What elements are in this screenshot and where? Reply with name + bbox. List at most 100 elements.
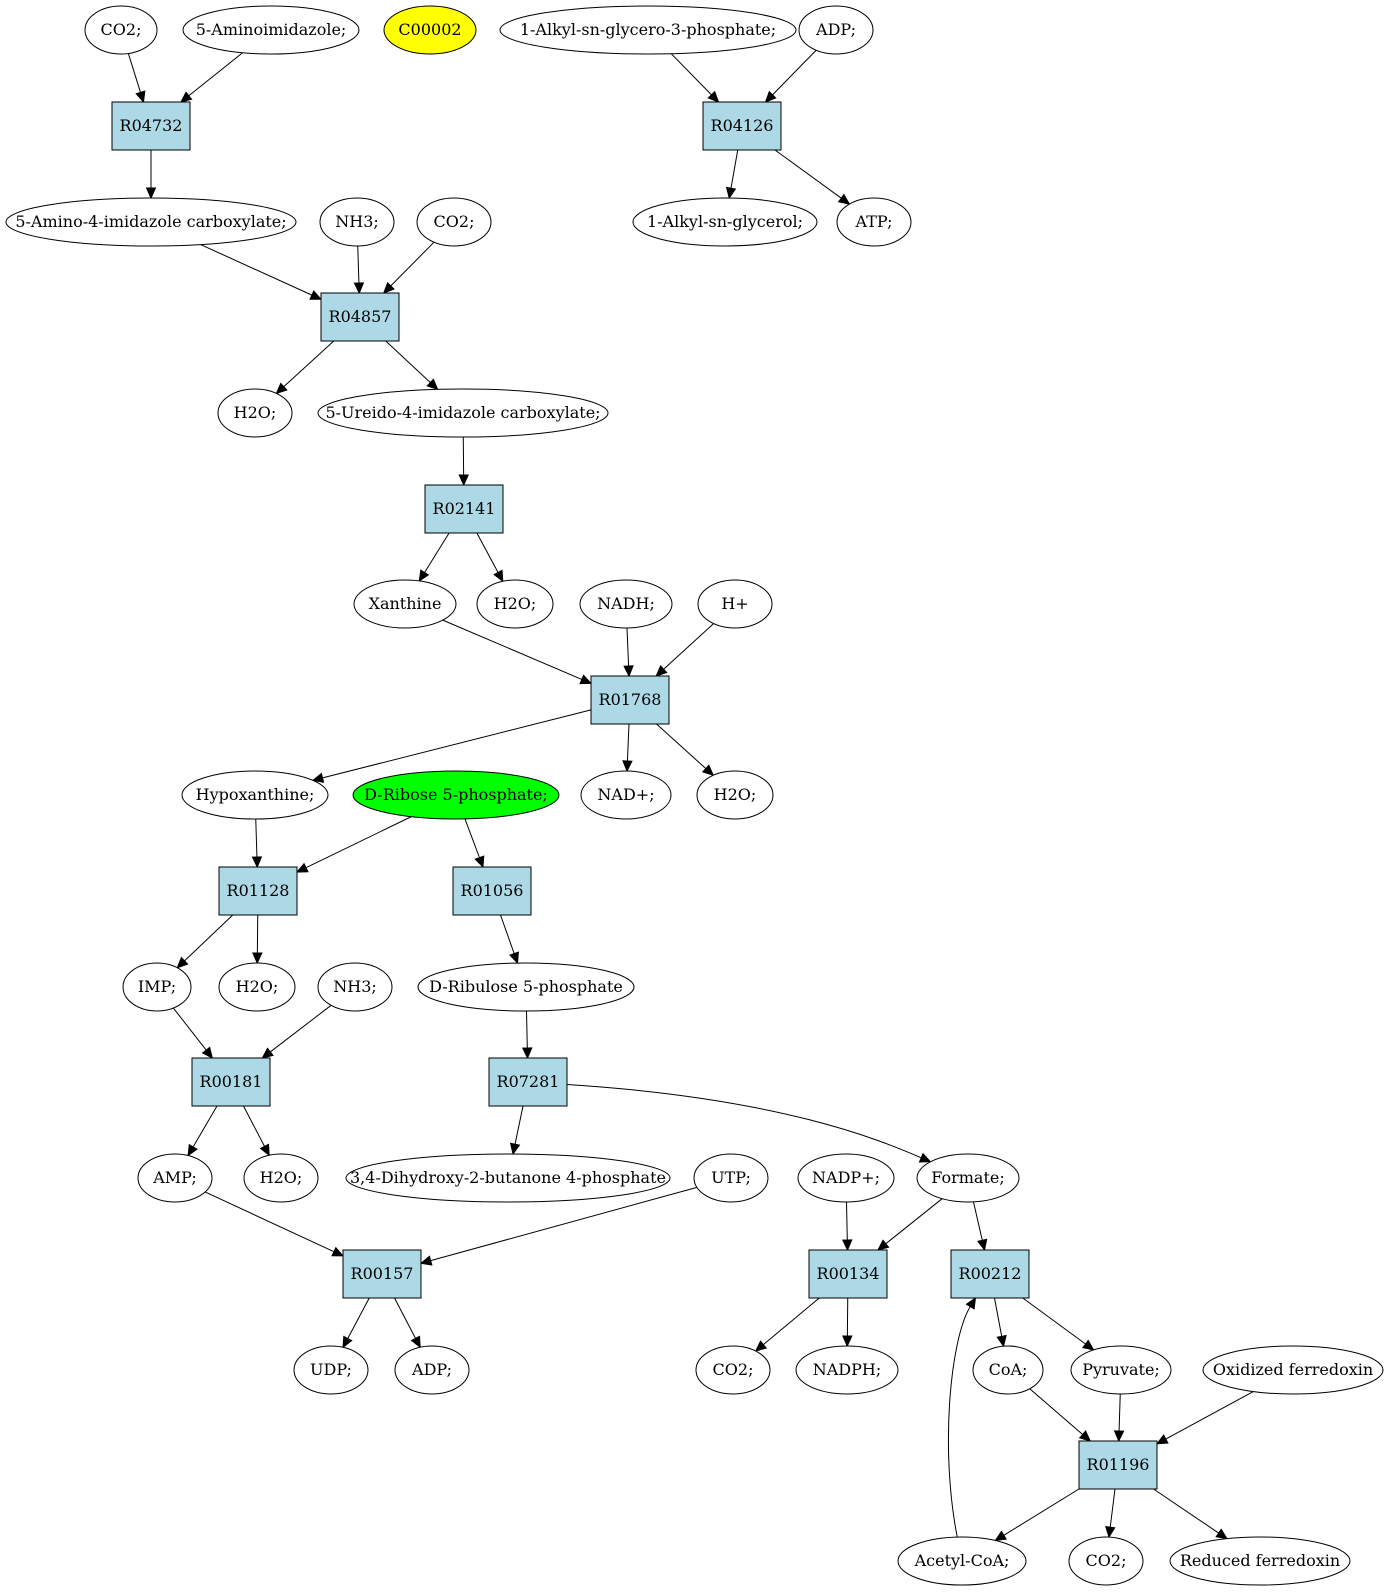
compound-node-nh3-a[interactable]: NH3; (319, 197, 395, 247)
edge-r04126-to-alkyl-g (725, 149, 739, 200)
compound-label: NAD+; (597, 785, 654, 804)
edge-line (200, 244, 313, 296)
arrowhead-icon (1113, 1430, 1125, 1443)
compound-node-h2o-a[interactable]: H2O; (217, 388, 293, 438)
edge-line (774, 149, 842, 199)
compound-node-co2-c[interactable]: CO2; (695, 1345, 771, 1395)
compound-node-alkyl-gp[interactable]: 1-Alkyl-sn-glycero-3-phosphate; (499, 5, 797, 55)
edge-r01768-to-h2o-c (656, 723, 715, 777)
compound-node-ribulose5p[interactable]: D-Ribulose 5-phosphate (417, 962, 635, 1012)
reaction-box (452, 866, 532, 916)
compound-ellipse (383, 5, 477, 55)
arrowhead-icon (701, 764, 715, 777)
arrowhead-icon (176, 956, 189, 969)
compound-node-atp[interactable]: ATP; (836, 197, 912, 247)
arrowhead-icon (410, 1335, 421, 1349)
compound-node-oxfd[interactable]: Oxidized ferredoxin (1202, 1345, 1384, 1395)
compound-label: Pyruvate; (1082, 1360, 1160, 1379)
compound-node-udp[interactable]: UDP; (293, 1345, 369, 1395)
reaction-node-r00134[interactable]: R00134 (808, 1249, 888, 1299)
reaction-node-r04126[interactable]: R04126 (702, 101, 782, 151)
compound-ellipse (580, 770, 672, 820)
arrowhead-icon (754, 1340, 768, 1352)
edge-r01768-to-nadplus (622, 723, 633, 773)
compound-node-alkyl-g[interactable]: 1-Alkyl-sn-glycerol; (632, 197, 818, 247)
reaction-node-r00181[interactable]: R00181 (191, 1057, 271, 1107)
compound-node-nadh[interactable]: NADH; (579, 579, 673, 629)
compound-node-formate[interactable]: Formate; (916, 1153, 1020, 1203)
compound-node-coa[interactable]: CoA; (972, 1345, 1044, 1395)
compound-node-co2-d[interactable]: CO2; (1068, 1536, 1144, 1586)
edge-line (357, 245, 360, 284)
compound-node-nh3-b[interactable]: NH3; (317, 962, 393, 1012)
reaction-node-r00212[interactable]: R00212 (950, 1249, 1030, 1299)
compound-label: CO2; (101, 20, 142, 39)
compound-node-co2-a[interactable]: CO2; (84, 5, 158, 55)
edges-layer (127, 49, 1254, 1542)
reaction-node-r00157[interactable]: R00157 (342, 1249, 422, 1299)
compound-node-utp[interactable]: UTP; (693, 1153, 769, 1203)
reaction-node-r02141[interactable]: R02141 (424, 484, 504, 534)
compound-node-acetylcoa[interactable]: Acetyl-CoA; (897, 1536, 1027, 1586)
compound-node-h2o-e[interactable]: H2O; (243, 1153, 319, 1203)
reaction-label: R01768 (599, 690, 662, 709)
compound-label: AMP; (152, 1168, 197, 1187)
reaction-label: R00134 (817, 1264, 880, 1283)
compound-label: H2O; (236, 977, 279, 996)
reaction-node-r04857[interactable]: R04857 (320, 292, 400, 342)
edge-line (626, 723, 630, 762)
reaction-node-r04732[interactable]: R04732 (111, 101, 191, 151)
arrowhead-icon (261, 1047, 274, 1059)
compound-node-nadplus[interactable]: NAD+; (580, 770, 672, 820)
compound-ellipse (182, 5, 360, 55)
compound-node-imp[interactable]: IMP; (122, 962, 192, 1012)
edge-r00212-to-coa (994, 1297, 1007, 1348)
compound-ellipse (319, 197, 395, 247)
edge-line (188, 52, 243, 97)
reaction-label: R00181 (200, 1072, 263, 1091)
compound-ellipse (476, 579, 554, 629)
reaction-node-r07281[interactable]: R07281 (488, 1057, 568, 1107)
compound-node-nadpplus[interactable]: NADP+; (797, 1153, 895, 1203)
compound-node-ribose5p[interactable]: D-Ribose 5-phosphate; (352, 770, 560, 820)
compound-node-ureido[interactable]: 5-Ureido-4-imidazole carboxylate; (317, 388, 609, 438)
edge-r02141-to-xanthine (418, 532, 450, 582)
compound-node-aicarb[interactable]: 5-Amino-4-imidazole carboxylate; (5, 197, 297, 247)
compound-node-nadph[interactable]: NADPH; (795, 1345, 899, 1395)
edge-line (243, 1105, 265, 1147)
edge-line (476, 532, 499, 573)
compound-node-aminoimidazole[interactable]: 5-Aminoimidazole; (182, 5, 360, 55)
reaction-node-r01196[interactable]: R01196 (1078, 1440, 1158, 1490)
compound-label: H+ (721, 594, 748, 613)
compound-label: NH3; (333, 977, 377, 996)
compound-node-redfd[interactable]: Reduced ferredoxin (1169, 1536, 1351, 1586)
edge-line (442, 619, 582, 680)
arrowhead-icon (764, 90, 777, 103)
edge-xanthine-to-r01768 (442, 619, 593, 685)
compound-node-adp-a[interactable]: ADP; (798, 5, 874, 55)
compound-node-amp[interactable]: AMP; (137, 1153, 213, 1203)
compound-node-dhbp[interactable]: 3,4-Dihydroxy-2-butanone 4-phosphate (345, 1153, 671, 1203)
edge-line (526, 1010, 528, 1049)
reaction-node-r01128[interactable]: R01128 (218, 866, 298, 916)
compound-node-adp-b[interactable]: ADP; (394, 1345, 470, 1395)
arrowhead-icon (1215, 1528, 1228, 1540)
compound-node-h2o-d[interactable]: H2O; (218, 962, 296, 1012)
compound-node-h2o-c[interactable]: H2O; (696, 770, 774, 820)
edge-utp-to-r00157 (419, 1186, 698, 1266)
compound-node-c00002[interactable]: C00002 (383, 5, 477, 55)
compound-node-hypoxanthine[interactable]: Hypoxanthine; (181, 770, 329, 820)
edge-co2-b-to-r04857 (382, 241, 435, 294)
edge-r04857-to-h2o-a (275, 340, 335, 395)
compound-node-h2o-b[interactable]: H2O; (476, 579, 554, 629)
compound-node-co2-b[interactable]: CO2; (416, 197, 492, 247)
edge-line (192, 1105, 218, 1148)
compound-ellipse (836, 197, 912, 247)
edge-line (1118, 1393, 1121, 1432)
compound-node-pyruvate[interactable]: Pyruvate; (1070, 1345, 1172, 1395)
reaction-node-r01056[interactable]: R01056 (452, 866, 532, 916)
compound-node-xanthine[interactable]: Xanthine (353, 579, 457, 629)
reaction-node-r01768[interactable]: R01768 (590, 675, 670, 725)
compound-node-hplus[interactable]: H+ (697, 579, 773, 629)
edge-formate-to-r00134 (877, 1198, 943, 1251)
